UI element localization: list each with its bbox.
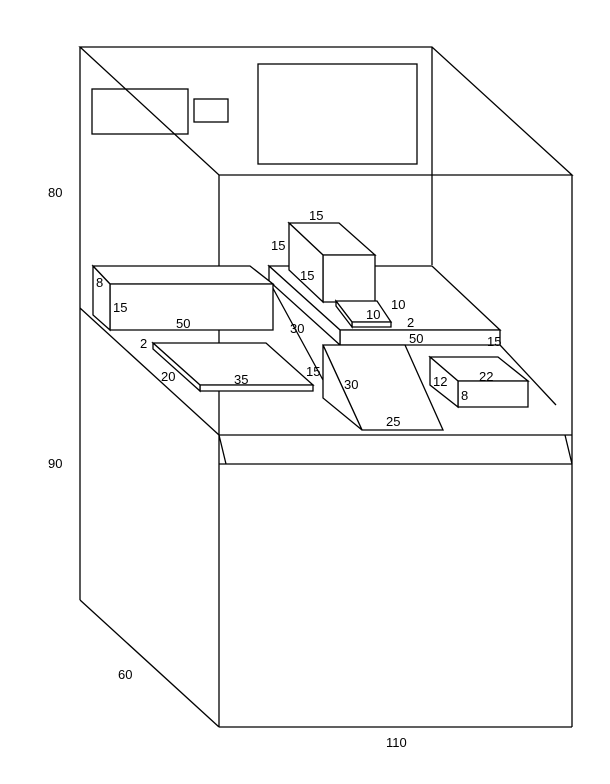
label-long-platform-width: 50 <box>409 331 423 346</box>
flat-plate-front <box>199 384 314 392</box>
small-plate-side <box>335 299 353 329</box>
label-small-plate-thickness: 2 <box>407 315 414 330</box>
wedge-side-face <box>322 344 363 431</box>
cabinet-top-face <box>78 46 574 176</box>
countertop-lip-left <box>218 434 227 465</box>
label-right-box-depth: 8 <box>461 388 468 403</box>
countertop-right-edge <box>499 344 557 406</box>
label-right-box-width: 22 <box>479 369 493 384</box>
label-flat-plate-thickness: 2 <box>140 336 147 351</box>
label-small-plate-width: 10 <box>366 307 380 322</box>
top-box-side <box>288 221 324 304</box>
window-right <box>257 63 418 165</box>
cabinet-bottom-side-edge <box>79 599 220 728</box>
window-small <box>193 98 229 123</box>
label-right-box-height: 12 <box>433 374 447 389</box>
window-left <box>91 88 189 135</box>
small-plate <box>334 299 393 329</box>
top-box <box>287 221 377 304</box>
label-left-box-depth: 15 <box>113 300 127 315</box>
label-top-box-height: 15 <box>271 238 285 253</box>
flat-plate-side <box>152 341 201 393</box>
label-top-box-depth: 15 <box>300 268 314 283</box>
label-flat-plate-depth: 20 <box>161 369 175 384</box>
label-cabinet-height-upper: 80 <box>48 185 62 200</box>
wedge <box>321 344 445 431</box>
countertop-lip-right <box>564 434 573 465</box>
label-long-platform-depth: 30 <box>290 321 304 336</box>
label-cabinet-depth: 60 <box>118 667 132 682</box>
label-long-platform-height: 15 <box>487 334 501 349</box>
label-wedge-slope: 30 <box>344 377 358 392</box>
left-box-top <box>91 265 275 285</box>
right-box-front <box>457 380 529 408</box>
top-box-front <box>322 254 376 303</box>
countertop-side-edge <box>79 307 220 436</box>
label-cabinet-height-lower: 90 <box>48 456 62 471</box>
left-box <box>91 264 275 332</box>
left-box-side <box>92 264 111 332</box>
label-top-box-width: 15 <box>309 208 323 223</box>
left-box-front <box>109 283 274 331</box>
label-flat-plate-width: 35 <box>234 372 248 387</box>
long-platform-ramp-edge <box>268 280 324 381</box>
right-box <box>428 355 530 409</box>
label-wedge-base: 25 <box>386 414 400 429</box>
label-cabinet-width: 110 <box>386 735 407 750</box>
label-wedge-height: 15 <box>306 364 320 379</box>
right-box-side <box>429 355 459 409</box>
back-wall-windows <box>91 63 418 165</box>
label-small-plate-depth: 10 <box>391 297 405 312</box>
flat-plate <box>151 341 315 393</box>
label-left-box-height: 8 <box>96 275 103 290</box>
small-plate-front <box>351 321 392 328</box>
label-left-box-width: 50 <box>176 316 190 331</box>
